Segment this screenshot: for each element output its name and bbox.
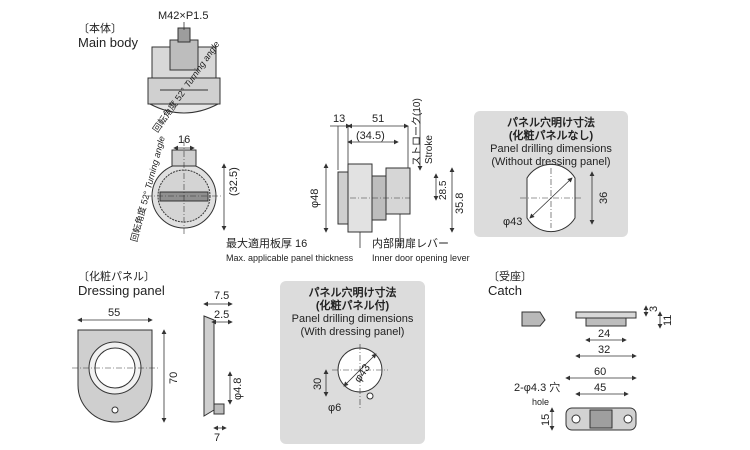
catch-title-en: Catch [488,283,522,298]
hole-36: 36 [598,191,610,204]
dressing-side-dims [203,301,233,431]
stroke-en: Stroke [424,135,435,164]
dim-16: 16 [178,134,191,146]
panel-title-en: Panel drilling dimensions [490,143,612,155]
main-body-side-view [337,163,411,233]
main-body-top-view [147,27,221,114]
catch-title-jp: 〔受座〕 [488,271,532,283]
lever-en: Inner door opening lever [372,253,470,263]
catch-24: 24 [598,328,611,340]
hole2-phi6: φ6 [328,402,342,414]
panel2-sub-en: (With dressing panel) [300,326,405,338]
dressing-title-en: Dressing panel [78,283,165,298]
panel2-sub-jp: (化粧パネル付) [315,300,390,312]
catch-45: 45 [594,382,607,394]
side-dimensions [323,110,455,248]
main-body-title-en: Main body [78,35,138,50]
dressing-panel-front [72,329,158,423]
lever-jp: 内部開扉レバー [372,238,449,250]
main-body-title-jp: 〔本体〕 [78,23,122,35]
dressing-panel-side [203,315,225,417]
dim-2-5: 2.5 [214,309,230,321]
dim-phi4-8: φ4.8 [232,377,244,400]
catch-60: 60 [594,366,607,378]
thread-label: M42×P1.5 [158,10,209,22]
dim-7-5: 7.5 [214,290,230,302]
dim-13: 13 [333,113,346,125]
dim-51: 51 [372,113,385,125]
dim-phi48: φ48 [309,188,321,208]
catch-15: 15 [540,413,552,426]
catch-hole-en: hole [532,397,550,407]
hole-without-dressing [520,163,595,233]
section-catch: 〔受座〕 Catch [488,270,532,298]
catch-11: 11 [662,314,674,326]
dressing-title-jp: 〔化粧パネル〕 [78,271,155,283]
dim-34-5: (34.5) [356,130,385,142]
panel2-title-en: Panel drilling dimensions [291,313,414,325]
catch-hole-jp: 2-φ4.3 穴 [514,382,561,394]
hole-phi43: φ43 [503,216,523,228]
catch-side [521,311,546,327]
panel-sub-en: (Without dressing panel) [491,156,611,168]
section-dressing-panel: 〔化粧パネル〕 Dressing panel [78,270,165,298]
stroke-label: ストローク(10) [412,98,424,166]
dim-70: 70 [168,371,180,384]
hole-with-dressing [323,344,388,410]
panel-title-jp: パネル穴明け寸法 [507,117,595,129]
panel-sub-jp: (化粧パネルなし) [508,130,594,142]
dim-32-5: (32.5) [228,167,240,196]
stroke-jp: ストローク(10) [412,98,423,166]
section-main-body: 〔本体〕 Main body [78,22,138,50]
dim-35-8: 35.8 [454,192,466,214]
catch-3: 3 [648,305,660,312]
dim-55: 55 [108,307,121,319]
panel2-title-jp: パネル穴明け寸法 [308,287,397,299]
dim-28-5: 28.5 [438,180,449,200]
max-panel-en: Max. applicable panel thickness [226,253,354,263]
catch-front [565,407,637,431]
max-panel-jp: 最大適用板厚 16 [226,238,308,250]
hole2-30: 30 [312,377,324,390]
catch-32: 32 [598,344,611,356]
dim-7: 7 [214,432,221,444]
catch-top [575,311,637,327]
catch-dims [549,305,663,431]
